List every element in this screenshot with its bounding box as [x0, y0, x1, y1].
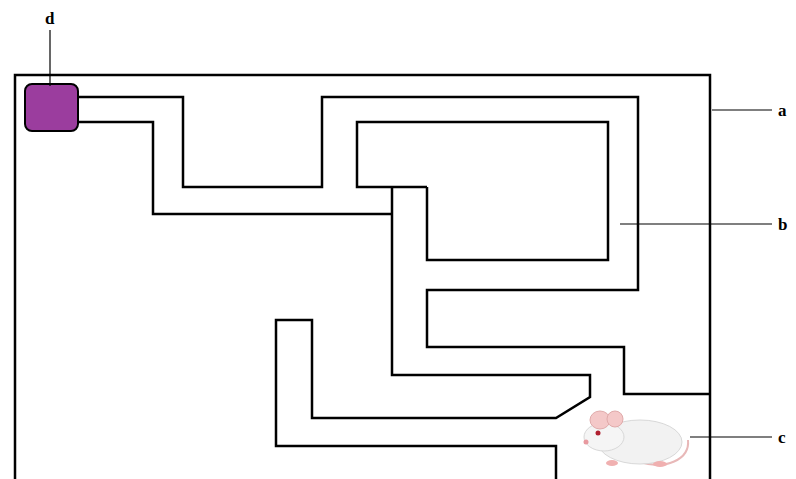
leader-line [49, 30, 50, 86]
maze-wall [78, 97, 710, 394]
part-label: d [45, 10, 54, 27]
goal-box [25, 84, 78, 131]
part-label: c [778, 429, 786, 446]
maze-wall [78, 122, 392, 214]
mouse-figure [584, 411, 689, 467]
maze-wall [357, 122, 608, 260]
maze-wall [276, 187, 590, 479]
maze-border [15, 75, 710, 479]
leader-line [620, 223, 772, 224]
part-label: a [778, 102, 787, 119]
leader-line [712, 109, 772, 110]
part-label: b [778, 216, 787, 233]
leader-line [690, 436, 772, 437]
